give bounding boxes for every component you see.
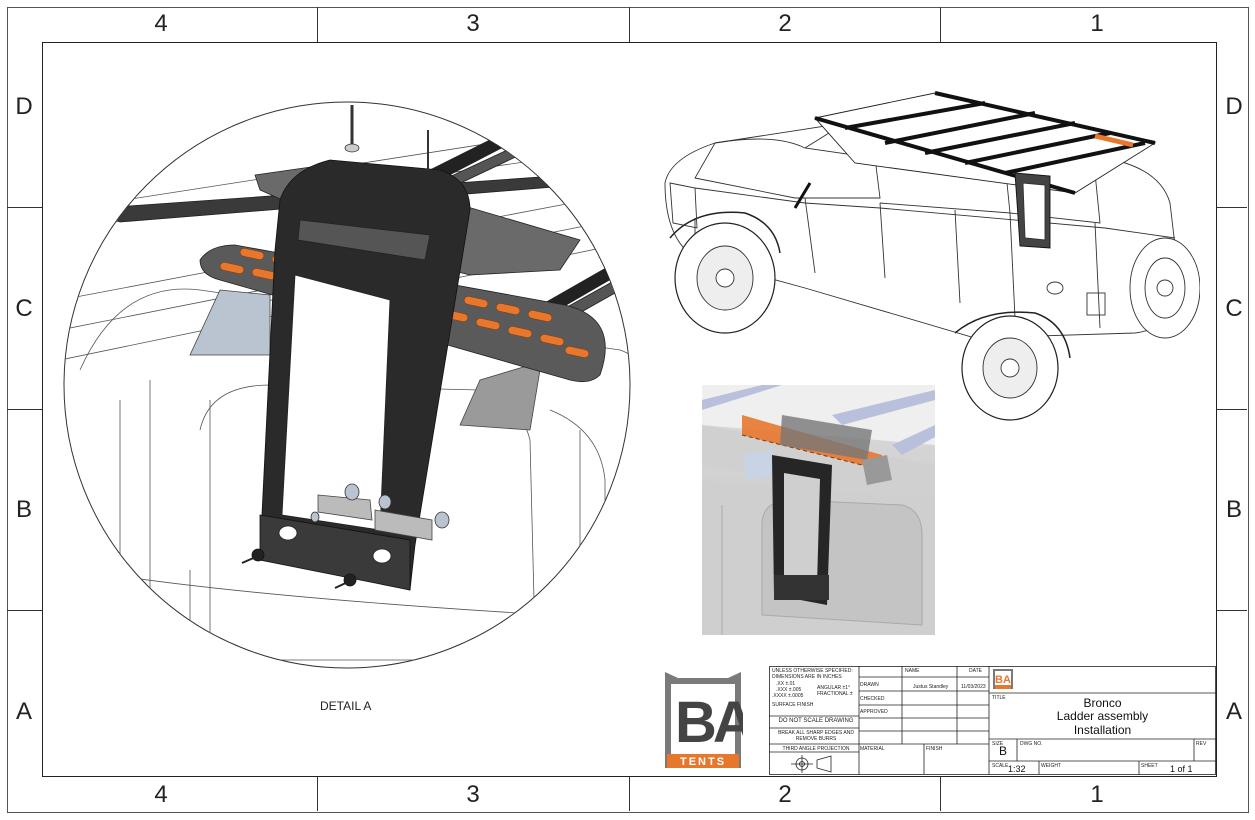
title-block: BA [769, 666, 1216, 775]
tol-fractional: FRACTIONAL ± [817, 691, 853, 697]
zone-divider [317, 7, 318, 42]
zone-col-label: 3 [466, 781, 480, 808]
checked-label: CHECKED [860, 696, 885, 702]
zone-col-label: 4 [154, 781, 168, 808]
size-label: SIZE [992, 741, 1004, 747]
zone-divider [7, 207, 42, 208]
vehicle-iso-view [664, 91, 1200, 421]
drawing-title-line: Ladder assembly [1056, 709, 1149, 723]
logo-subtitle: TENTS [680, 756, 726, 768]
tol-angular: ANGULAR ±1° [817, 685, 851, 691]
zone-col-label: 1 [1090, 781, 1104, 808]
zone-divider [1216, 610, 1247, 611]
zone-divider [940, 776, 941, 811]
material-label: MATERIAL [860, 746, 885, 752]
zone-divider [7, 409, 42, 410]
zone-row-label: B [15, 496, 32, 523]
detail-label: DETAIL A [320, 699, 372, 713]
date-header: DATE [969, 668, 982, 674]
ba-tents-logo: BA TENTS [665, 672, 743, 768]
third-angle-projection-symbol [791, 755, 832, 773]
name-header: NAME [905, 668, 920, 674]
small-logo-letters: BA [995, 674, 1011, 686]
zone-divider [1216, 409, 1247, 410]
zone-row-label: B [1225, 496, 1242, 523]
tol-three-place: .XXX ±.005 [776, 687, 802, 693]
zone-col-label: 2 [778, 781, 792, 808]
zone-col-label: 2 [778, 10, 792, 37]
finish-label: FINISH [926, 746, 943, 752]
break-edges-note: BREAK ALL SHARP EDGES AND REMOVE BURRS [778, 730, 854, 742]
tol-header: UNLESS OTHERWISE SPECIFIED: [772, 668, 853, 674]
zone-row-label: A [1225, 698, 1242, 725]
tol-four-place: .XXXX ±.0005 [772, 693, 804, 699]
projection-label: THIRD ANGLE PROJECTION [782, 746, 850, 752]
scale-value: 1:32 [1008, 764, 1026, 774]
zone-col-label: 3 [466, 10, 480, 37]
zone-row-label: D [15, 93, 33, 120]
drawing-title-line: Installation [1073, 723, 1132, 737]
weight-label: WEIGHT [1041, 763, 1061, 769]
dwg-no-label: DWG NO. [1020, 741, 1043, 747]
detail-a-view [63, 101, 631, 669]
tol-two-place: .XX ±.01 [776, 681, 796, 687]
approved-label: APPROVED [860, 709, 888, 715]
zone-divider [1216, 207, 1247, 208]
drawn-name: Justus Standley [913, 684, 949, 690]
scale-label: SCALE [992, 763, 1009, 769]
zone-row-label: C [15, 295, 33, 322]
zone-row-label: C [1225, 295, 1243, 322]
drawn-date: 11/03/2023 [961, 684, 986, 690]
logo-letter-b: BA [675, 690, 743, 755]
drawn-label: DRAWN [860, 682, 879, 688]
zone-row-label: D [1225, 93, 1243, 120]
surface-finish: SURFACE FINISH [772, 702, 814, 708]
zone-col-label: 1 [1090, 10, 1104, 37]
no-scale-note: DO NOT SCALE DRAWING [778, 718, 854, 724]
size-value: B [999, 744, 1008, 758]
zone-row-label: A [15, 698, 32, 725]
zone-divider [629, 776, 630, 811]
sheet-label: SHEET [1141, 763, 1158, 769]
zone-col-label: 4 [154, 10, 168, 37]
zone-divider [940, 7, 941, 42]
zone-divider [317, 776, 318, 811]
tol-units: DIMENSIONS ARE IN INCHES [772, 674, 842, 680]
rev-label: REV [1196, 741, 1207, 747]
drawing-title-line: Bronco [1083, 696, 1122, 710]
title-label: TITLE [992, 695, 1006, 701]
zone-divider [7, 610, 42, 611]
rendered-view [702, 385, 935, 635]
drawing-border [42, 42, 1217, 777]
zone-divider [629, 7, 630, 42]
sheet-value: 1 of 1 [1170, 764, 1193, 774]
